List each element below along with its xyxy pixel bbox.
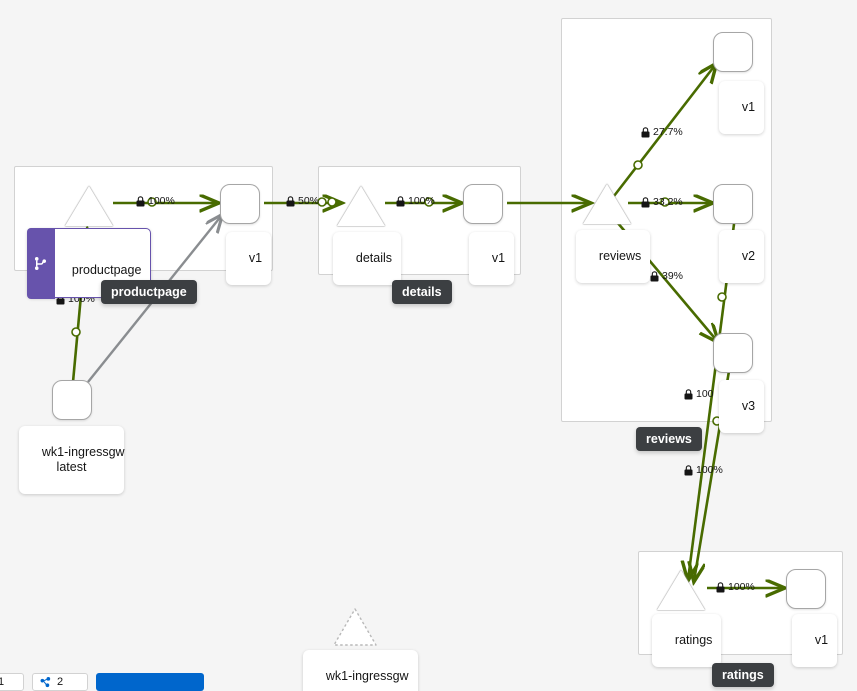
namespace-badge-ratings[interactable]: ratings [712,663,774,687]
graph-topology-icon [40,676,51,687]
edge-label-text: 39% [662,270,684,282]
node-label-text: v2 [741,249,756,263]
idle-service-triangle-icon [333,608,377,646]
node-ratings-v1[interactable] [786,569,826,609]
lock-icon [641,126,650,137]
namespace-badge-reviews[interactable]: reviews [636,427,702,451]
lock-icon [684,388,693,399]
node-productpage-v1[interactable] [220,184,260,224]
zoom-level-chip[interactable]: 1 [0,673,24,691]
node-label-productpage-v1[interactable]: v1 [226,232,272,285]
edge-label-reviews-svc-to-v3: 39% [650,270,683,282]
edge-label-productpage-svc-to-v1: 100% [136,195,175,207]
namespace-badge-text: reviews [646,432,692,446]
node-reviews-v1[interactable] [713,32,753,72]
edge-label-text: 100 [696,388,714,400]
namespace-badge-text: details [402,285,442,299]
lock-icon [136,195,145,206]
code-branch-icon [34,256,47,270]
node-label-text: v1 [248,251,263,265]
node-label-reviews-v1[interactable]: v1 [719,81,765,134]
node-label-text: ratings [674,633,713,647]
node-label-text: wk1-ingressgw latest [41,445,125,474]
node-label-ratings-service[interactable]: ratings [652,614,722,667]
edge-label-text: 100% [148,195,175,207]
node-label-ratings-v1[interactable]: v1 [792,614,838,667]
edge-label-details-svc-to-v1: 100% [396,195,435,207]
primary-action-button[interactable] [96,673,204,691]
node-reviews-v3[interactable] [713,333,753,373]
zoom-level-text: 1 [0,676,4,688]
edge-label-text: 100% [696,464,723,476]
node-ingressgw-service[interactable] [331,606,379,648]
namespace-badge-text: productpage [111,285,187,299]
lock-icon [684,464,693,475]
lock-icon [716,581,725,592]
node-label-reviews-v2[interactable]: v2 [719,230,765,283]
node-label-text: productpage [71,263,142,277]
namespace-badge-details[interactable]: details [392,280,452,304]
node-label-text: reviews [598,249,642,263]
node-label-text: v1 [814,633,829,647]
edge-label-reviews-v2-to-ratings-svc: 100% [684,464,723,476]
edge-label-reviews-svc-to-v1: 27.7% [641,126,683,138]
namespace-badge-productpage[interactable]: productpage [101,280,197,304]
edge-label-text: 100% [408,195,435,207]
node-ingressgw-workload[interactable] [52,380,92,420]
edge-label-text: 27.7% [653,126,683,138]
edge-label-reviews-v3-to-ratings-svc: 100 [684,388,714,400]
node-details-v1[interactable] [463,184,503,224]
node-label-text: v3 [741,399,756,413]
node-label-reviews-service[interactable]: reviews [576,230,651,283]
node-reviews-service[interactable] [583,184,631,224]
edge-label-text: 33.2% [653,196,683,208]
edge-label-text: 100% [728,581,755,593]
virtualservice-badge-icon [26,227,55,299]
edge-label-productpage-v1-to-details-svc: 50% [286,195,319,207]
edge-label-text: 50% [298,195,320,207]
lock-icon [396,195,405,206]
graph-toolbar[interactable]: 1 2 [0,673,204,691]
node-label-ingressgw-service[interactable]: wk1-ingressgw [303,650,418,691]
node-label-ingressgw-workload[interactable]: wk1-ingressgw latest [19,426,125,494]
node-label-details-service[interactable]: details [333,232,402,285]
node-details-service[interactable] [337,186,385,226]
node-label-productpage-service[interactable]: productpage [26,227,152,299]
node-label-text: v1 [741,100,756,114]
lock-icon [286,195,295,206]
node-ratings-service[interactable] [657,570,705,610]
legend-count-text: 2 [57,676,64,688]
edge-label-reviews-svc-to-v2: 33.2% [641,196,683,208]
namespace-badge-text: ratings [722,668,764,682]
node-label-reviews-v3[interactable]: v3 [719,380,765,433]
node-reviews-v2[interactable] [713,184,753,224]
node-label-details-v1[interactable]: v1 [469,232,515,285]
lock-icon [650,270,659,281]
node-productpage-service[interactable] [65,186,113,226]
node-label-text: wk1-ingressgw [325,669,409,683]
node-label-text: details [355,251,393,265]
edge-label-ratings-svc-to-v1: 100% [716,581,755,593]
lock-icon [641,196,650,207]
node-label-text: v1 [491,251,506,265]
legend-chip[interactable]: 2 [32,673,88,691]
